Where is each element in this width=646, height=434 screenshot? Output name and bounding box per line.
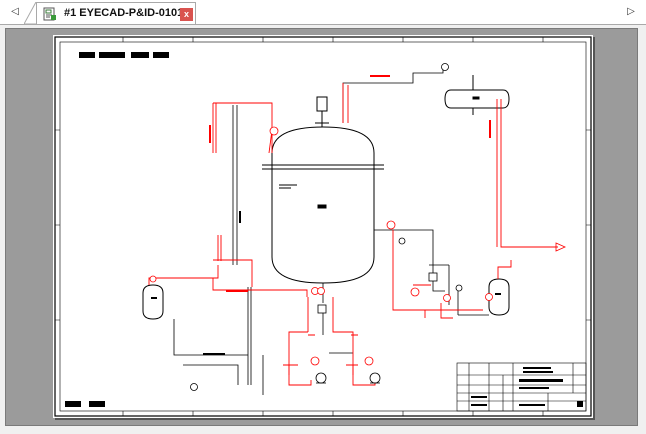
- feed-tank-right[interactable]: [488, 278, 510, 316]
- zone-ticks: [55, 37, 591, 416]
- line-tags-red: [209, 75, 491, 292]
- instrument-bubbles[interactable]: [149, 126, 493, 366]
- valve-box[interactable]: [317, 272, 438, 314]
- tab-scroll-left-icon[interactable]: ◁: [11, 6, 19, 17]
- title-block: [456, 362, 587, 412]
- tab-label: #1 EYECAD-P&ID-0101: [64, 7, 184, 19]
- outlet-arrow: [555, 242, 566, 252]
- pump-left[interactable]: [315, 372, 327, 384]
- title-notes-block: [65, 52, 169, 407]
- sheet-outer-border: [54, 36, 592, 417]
- pump-right[interactable]: [369, 372, 381, 384]
- tab-scroll-right-icon[interactable]: ▷: [627, 6, 635, 17]
- drawing-file-icon: [43, 7, 56, 21]
- process-lines-black: [173, 67, 489, 395]
- title-block-text: [471, 367, 583, 407]
- pid-drawing-canvas[interactable]: [53, 35, 593, 418]
- receiver-drum[interactable]: [444, 75, 510, 115]
- feed-tank-left[interactable]: [142, 284, 164, 320]
- document-tab-bar: ◁ #1 EYECAD-P&ID-0101 x ▷: [0, 0, 646, 25]
- tab-close-button[interactable]: x: [180, 8, 193, 21]
- process-lines-red: [148, 83, 558, 386]
- drawing-sheet[interactable]: [53, 35, 593, 418]
- instrument-bubbles-black[interactable]: [190, 63, 463, 391]
- reactor-vessel[interactable]: [262, 126, 384, 284]
- agitator-motor[interactable]: [315, 96, 329, 127]
- line-tags-black: [151, 211, 501, 355]
- sheet-inner-border: [59, 41, 587, 412]
- tab-drawing[interactable]: #1 EYECAD-P&ID-0101 x: [36, 2, 196, 24]
- tab-edge-decoration: [24, 2, 38, 24]
